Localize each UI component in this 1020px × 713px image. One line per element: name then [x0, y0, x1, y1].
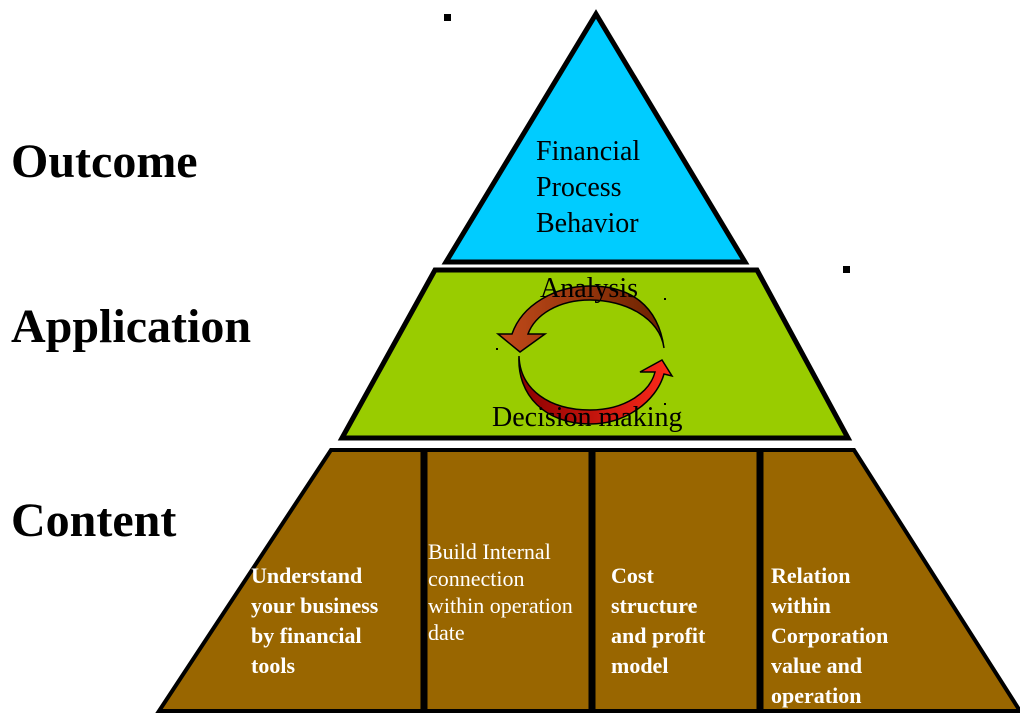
decorative-dot — [496, 348, 498, 350]
column-line: connection — [428, 566, 525, 591]
top-tier-line: Process — [536, 172, 622, 203]
column-line: structure — [611, 593, 698, 618]
column-line: tools — [251, 653, 295, 678]
cycle-arrows — [495, 285, 674, 425]
column-line: date — [428, 620, 465, 645]
decorative-dot — [444, 14, 451, 21]
decision-making-label: Decision making — [492, 402, 683, 433]
column-text-understand: Understand your business by financial to… — [251, 561, 378, 681]
column-line: Build Internal — [428, 539, 551, 564]
analysis-label: Analysis — [540, 273, 638, 304]
decorative-dot — [664, 298, 666, 300]
top-tier-line: Financial — [536, 136, 641, 167]
decision-to-analysis-arrow — [518, 355, 674, 425]
column-line: Corporation — [771, 623, 889, 648]
column-line: operation — [771, 683, 862, 708]
top-tier-shape — [441, 9, 750, 265]
column-line: Relation — [771, 563, 851, 588]
middle-tier-shape — [337, 267, 853, 441]
column-line: model — [611, 653, 669, 678]
decorative-dot — [664, 403, 666, 405]
column-line: Cost — [611, 563, 654, 588]
column-line: within — [771, 593, 831, 618]
top-tier-line: Behavior — [536, 208, 639, 239]
decorative-dot — [843, 266, 850, 273]
column-line: value and — [771, 653, 863, 678]
level-label-content: Content — [11, 494, 177, 547]
column-line: Understand — [251, 563, 363, 588]
level-label-application: Application — [11, 300, 252, 353]
analysis-to-decision-arrow — [495, 285, 665, 353]
column-line: within operation — [428, 593, 573, 618]
column-line: by financial — [251, 623, 362, 648]
column-line: and profit — [611, 623, 706, 648]
column-line: your business — [251, 593, 379, 618]
column-text-relation: Relation within Corporation value and op… — [771, 561, 888, 711]
column-text-build: Build Internal connection within operati… — [428, 538, 573, 646]
level-label-outcome: Outcome — [11, 135, 198, 188]
column-text-cost: Cost structure and profit model — [611, 561, 705, 681]
top-tier-text: Financial Process Behavior — [536, 134, 640, 242]
